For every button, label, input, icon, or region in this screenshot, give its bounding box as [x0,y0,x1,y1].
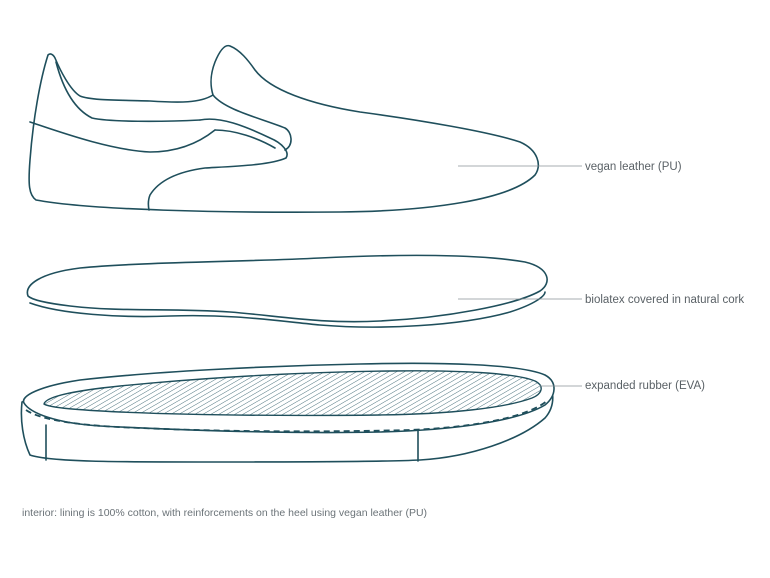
side-panel [147,118,288,211]
outsole [20,362,555,463]
insole [26,254,548,328]
footbed-cavity [43,370,542,417]
outsole-stitching [25,399,549,433]
heel-collar-line [55,61,201,123]
interior-lining-note: interior: lining is 100% cotton, with re… [22,507,428,519]
insole-bottom-edge [29,291,546,328]
heel-counter-line [29,121,216,153]
upper-outline [28,44,539,213]
insole-top-surface [26,254,548,323]
collar-band [212,94,292,151]
shoe-upper [28,44,539,213]
side-panel-inner [214,129,276,149]
label-upper-material: vegan leather (PU) [585,161,682,173]
label-sole-material: expanded rubber (EVA) [585,380,705,392]
label-insole-material: biolatex covered in natural cork [585,294,745,306]
